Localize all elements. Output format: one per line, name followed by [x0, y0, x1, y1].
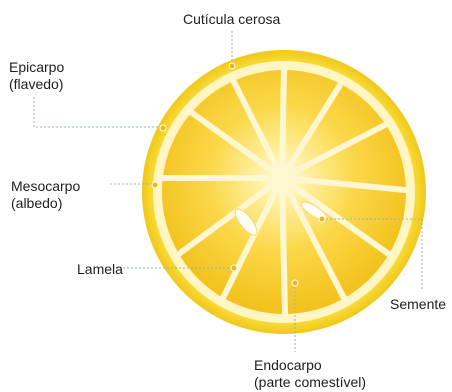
label-lamela-text: Lamela	[77, 261, 123, 277]
label-mesocarpo: Mesocarpo (albedo)	[11, 178, 80, 212]
leader-epicarpo	[34, 97, 163, 127]
label-semente-text: Semente	[390, 296, 446, 312]
label-endocarpo-line2: (parte comestível)	[254, 374, 366, 391]
dot-epicarpo	[160, 125, 166, 131]
dot-mesocarpo	[152, 182, 158, 188]
dot-endocarpo	[292, 280, 298, 286]
label-epicarpo: Epicarpo (flavedo)	[9, 59, 64, 93]
label-cuticula-text: Cutícula cerosa	[183, 11, 280, 27]
label-endocarpo-line1: Endocarpo	[254, 357, 366, 374]
dot-cuticula	[229, 63, 235, 69]
label-epicarpo-line2: (flavedo)	[9, 76, 64, 93]
label-endocarpo: Endocarpo (parte comestível)	[254, 357, 366, 391]
label-semente: Semente	[390, 296, 446, 313]
label-lamela: Lamela	[77, 261, 123, 278]
label-mesocarpo-line1: Mesocarpo	[11, 178, 80, 195]
label-cuticula-cerosa: Cutícula cerosa	[183, 11, 280, 28]
dot-lamela	[231, 265, 237, 271]
label-epicarpo-line1: Epicarpo	[9, 59, 64, 76]
label-mesocarpo-line2: (albedo)	[11, 195, 80, 212]
dot-semente	[319, 216, 325, 222]
